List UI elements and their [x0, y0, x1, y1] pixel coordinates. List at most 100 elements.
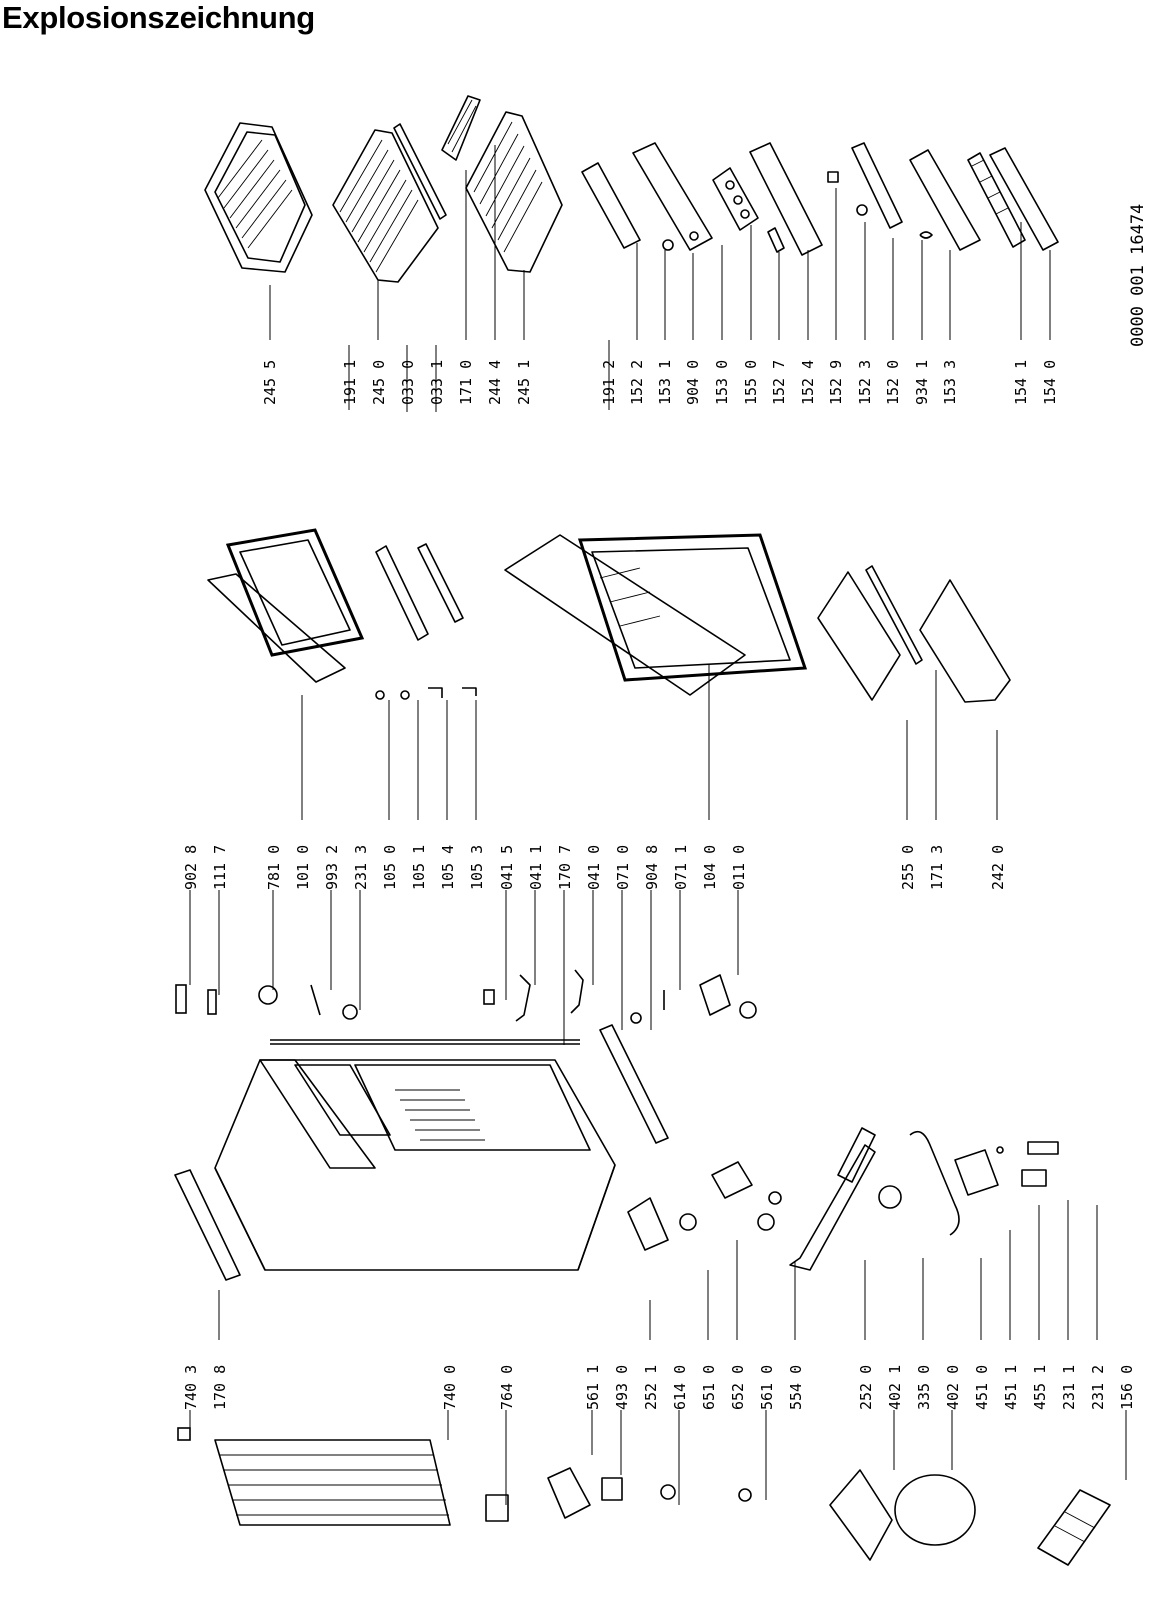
egg-tray-drawing: [712, 167, 759, 231]
upper-door-drawing: [207, 528, 365, 683]
part-label: 904 0: [684, 360, 702, 405]
control-panel-drawing: [789, 1144, 876, 1271]
part-label: 242 0: [989, 845, 1007, 890]
door-tray-drawing: [749, 142, 823, 256]
part-label: 402 0: [944, 1365, 962, 1410]
bracket-drawing: [954, 1149, 999, 1196]
dryer-drawing: [485, 1494, 509, 1522]
part-label: 455 1: [1031, 1365, 1049, 1410]
part-label: 561 0: [758, 1365, 776, 1410]
lamp-socket-drawing: [679, 1213, 697, 1231]
shelf-trim-drawing: [865, 565, 923, 665]
thermostat-drawing: [711, 1161, 753, 1199]
clip-drawing: [177, 1427, 191, 1441]
part-label: 041 1: [527, 845, 545, 890]
bolt-drawing: [739, 1001, 757, 1019]
part-label: 033 0: [399, 360, 417, 405]
part-label: 614 0: [671, 1365, 689, 1410]
hinge-part-drawing: [175, 984, 187, 1014]
part-label: 244 4: [486, 360, 504, 405]
part-label: 155 0: [742, 360, 760, 405]
part-label: 041 5: [498, 845, 516, 890]
cabinet-drawing: [214, 1059, 616, 1271]
part-label: 105 1: [410, 845, 428, 890]
hinge-part-drawing: [483, 989, 495, 1005]
part-label: 101 0: [294, 845, 312, 890]
part-label: 154 0: [1041, 360, 1059, 405]
part-label: 152 9: [827, 360, 845, 405]
part-label: 252 1: [642, 1365, 660, 1410]
hinge-part-drawing: [207, 989, 217, 1015]
door-tray-drawing: [909, 149, 981, 251]
knob-drawing: [878, 1185, 902, 1209]
spring-drawing: [919, 231, 933, 239]
part-label: 451 0: [973, 1365, 991, 1410]
part-drawings: [174, 95, 1111, 1566]
door-bar-drawing: [375, 545, 429, 641]
bracket-drawing: [1027, 1141, 1059, 1155]
door-clip-drawing: [767, 227, 785, 253]
leader-lines: [189, 145, 1127, 1505]
lamp-drawing: [757, 1213, 775, 1231]
part-label: 652 0: [729, 1365, 747, 1410]
part-label: 934 1: [913, 360, 931, 405]
grommet-drawing: [660, 1484, 676, 1500]
knob-drawing: [258, 985, 278, 1005]
part-label: 255 0: [899, 845, 917, 890]
screw-drawing: [400, 690, 410, 700]
part-label: 231 2: [1089, 1365, 1107, 1410]
part-label: 104 0: [701, 845, 719, 890]
part-label: 993 2: [323, 845, 341, 890]
part-label: 152 2: [628, 360, 646, 405]
glass-shelf-drawing: [817, 571, 901, 701]
door-seal-drawing: [599, 1024, 669, 1144]
part-label: 451 1: [1002, 1365, 1020, 1410]
part-label: 554 0: [787, 1365, 805, 1410]
door-tray-drawing: [581, 162, 641, 249]
hinge-drawing: [570, 969, 584, 1014]
ice-tray-drawing: [1037, 1489, 1111, 1566]
part-label: 902 8: [182, 845, 200, 890]
screw-drawing: [630, 1012, 642, 1024]
top-strip-drawing: [174, 1169, 241, 1281]
part-label: 245 1: [515, 360, 533, 405]
part-label: 740 0: [441, 1365, 459, 1410]
part-label: 071 1: [672, 845, 690, 890]
page-title: Explosionszeichnung: [2, 0, 315, 35]
small-part-drawing: [827, 171, 839, 183]
compressor-bracket-drawing: [829, 1469, 893, 1561]
part-label: 231 3: [352, 845, 370, 890]
wire-basket-drawing: [204, 122, 313, 273]
grommet-drawing: [738, 1488, 752, 1502]
part-label: 041 0: [585, 845, 603, 890]
lower-door-drawing: [504, 533, 808, 696]
part-label: 231 1: [1060, 1365, 1078, 1410]
door-tray-drawing: [967, 152, 1026, 248]
part-label: 152 3: [856, 360, 874, 405]
crisper-drawing: [919, 579, 1011, 703]
clip-drawing: [1021, 1169, 1047, 1187]
thermostat-housing-drawing: [627, 1197, 669, 1251]
part-label: 191 1: [341, 360, 359, 405]
part-label: 781 0: [265, 845, 283, 890]
part-label: 105 0: [381, 845, 399, 890]
part-label: 493 0: [613, 1365, 631, 1410]
bracket-drawing: [462, 687, 477, 696]
part-label: 153 0: [713, 360, 731, 405]
hinge-drawing: [515, 974, 531, 1022]
condenser-drawing: [214, 1439, 451, 1526]
screw-drawing: [856, 204, 868, 216]
part-label: 152 4: [799, 360, 817, 405]
part-label: 153 1: [656, 360, 674, 405]
part-label: 111 7: [211, 845, 229, 890]
screw-drawing: [342, 1004, 358, 1020]
part-label: 170 7: [556, 845, 574, 890]
wire-shelf-drawing: [465, 111, 563, 273]
pipe-drawing: [909, 1130, 960, 1236]
part-label: 105 4: [439, 845, 457, 890]
screw-drawing: [375, 690, 385, 700]
door-tray-drawing: [989, 147, 1059, 251]
part-label: 335 0: [915, 1365, 933, 1410]
door-bar-drawing: [417, 543, 464, 623]
